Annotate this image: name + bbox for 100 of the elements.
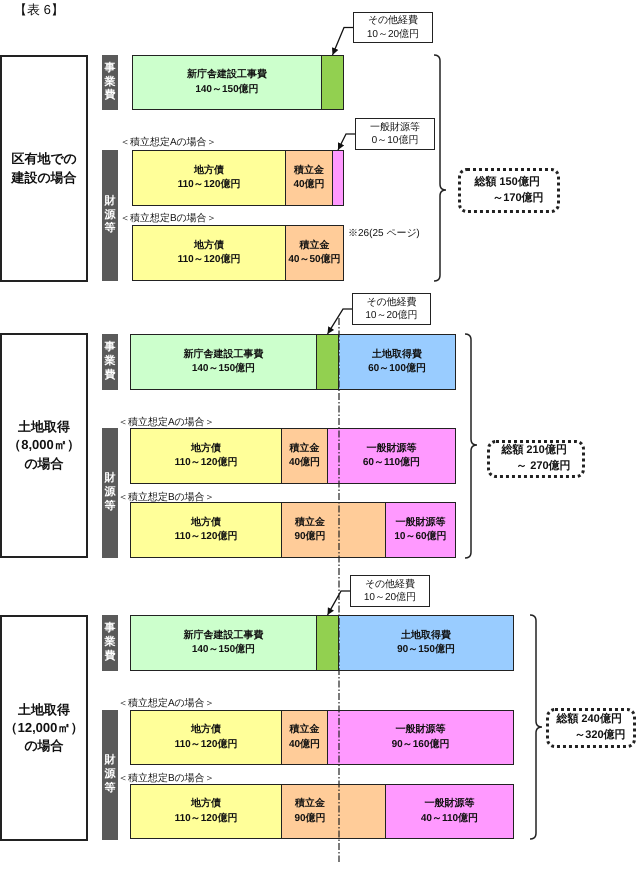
callout-box (355, 118, 435, 150)
item-name: 新庁舎建設工事費 (187, 68, 267, 82)
amount-text: 60～100億円 (368, 362, 426, 376)
item-name: 地方債 (191, 723, 221, 737)
item-name: 一般財源等 (366, 442, 416, 456)
item-name: 一般財源等 (396, 723, 446, 737)
bar-segment (281, 502, 386, 558)
bar-segment (321, 55, 344, 110)
category-band (102, 150, 118, 281)
callout-box (352, 293, 431, 325)
amount-text: 60～110億円 (362, 456, 420, 470)
bar-segment (281, 784, 386, 839)
bar-segment (338, 334, 456, 390)
band-label: 事業費 (104, 622, 116, 664)
callout-amount: 10～20億円 (364, 591, 416, 604)
leader-arrow (337, 133, 355, 150)
amount-text: 140～150億円 (195, 82, 259, 96)
bar-segment (132, 150, 286, 206)
bar-segment (130, 428, 282, 484)
item-name: 地方債 (191, 442, 221, 456)
amount-text: 40億円 (293, 178, 325, 192)
amount-text: 110～120億円 (174, 530, 238, 544)
amount-text: 90億円 (294, 812, 326, 826)
leader-arrow (326, 590, 350, 616)
case-box (0, 333, 88, 558)
amount-text: 110～120億円 (178, 253, 240, 267)
item-name: 地方債 (194, 238, 224, 252)
callout-box (350, 575, 430, 607)
callout-title: その他経費 (366, 296, 416, 309)
total-amount: 総額 240億円～320億円 (556, 712, 626, 743)
bar-segment (130, 334, 317, 390)
callout-amount: 10～20億円 (366, 28, 420, 41)
item-name: 地方債 (191, 516, 221, 530)
item-name: 一般財源等 (424, 797, 474, 811)
bar-segment (285, 150, 333, 206)
reference-note: ※26(25 ページ) (348, 227, 420, 240)
bar-segment (385, 784, 514, 839)
bar-segment (281, 428, 328, 484)
case-box (0, 55, 88, 282)
bar-segment (327, 710, 514, 765)
band-label: 事業費 (104, 62, 116, 104)
item-name: 積立金 (290, 723, 320, 737)
item-name: 一般財源等 (396, 516, 446, 530)
case-title: 土地取得（12,000㎡）の場合 (4, 700, 84, 756)
case-title: 土地取得（8,000㎡）の場合 (7, 418, 81, 473)
band-label: 財源等 (104, 754, 116, 796)
bar-segment (385, 502, 456, 558)
scenario-label: ＜積立想定Bの場合＞ (120, 212, 217, 225)
table-title: 【表 6】 (14, 1, 64, 19)
amount-text: 90～150億円 (397, 643, 455, 657)
amount-text: 110～120億円 (178, 178, 240, 192)
bar-segment (316, 334, 339, 390)
amount-text: 110～120億円 (174, 456, 238, 470)
callout-amount: 10～20億円 (365, 309, 418, 322)
amount-text: 40億円 (288, 738, 320, 752)
item-name: 積立金 (294, 164, 324, 178)
bar-segment (132, 55, 322, 110)
amount-text: 140～150億円 (192, 643, 256, 657)
item-name: 土地取得費 (401, 628, 451, 642)
scenario-label: ＜積立想定Aの場合＞ (118, 416, 215, 429)
item-name: 地方債 (191, 797, 221, 811)
band-label: 財源等 (104, 472, 116, 514)
bar-segment (327, 428, 456, 484)
bar-segment (130, 710, 282, 765)
amount-text: 110～120億円 (174, 738, 238, 752)
item-name: 地方債 (194, 164, 224, 178)
case-box (0, 615, 88, 841)
bar-segment (130, 615, 317, 671)
scenario-label: ＜積立想定Aの場合＞ (118, 696, 215, 710)
amount-text: 40～50億円 (288, 253, 341, 267)
amount-text: 40億円 (288, 456, 320, 470)
total-amount: 総額 210億円～ 270億円 (501, 443, 571, 474)
category-band (102, 615, 118, 671)
item-name: 新庁舎建設工事費 (184, 628, 264, 642)
item-name: 積立金 (295, 516, 325, 530)
case-title: 区有地での建設の場合 (10, 150, 78, 186)
bar-segment (332, 150, 344, 206)
amount-text: 40～110億円 (420, 812, 478, 826)
scenario-label: ＜積立想定Aの場合＞ (120, 136, 217, 149)
item-name: 土地取得費 (372, 348, 422, 362)
total-amount: 総額 150億円～170億円 (474, 174, 544, 206)
bar-segment (338, 615, 514, 671)
category-band (102, 334, 118, 390)
callout-amount: 0～10億円 (372, 134, 418, 148)
total-box (458, 168, 560, 213)
bar-segment (130, 502, 282, 558)
amount-text: 140～150億円 (192, 362, 256, 376)
item-name: 新庁舎建設工事費 (184, 348, 264, 362)
callout-title: その他経費 (365, 578, 415, 591)
total-box (546, 708, 636, 748)
amount-text: 90～160億円 (392, 738, 450, 752)
leader-arrow (326, 308, 352, 334)
leader-arrow (332, 26, 353, 56)
category-band (102, 55, 118, 110)
bar-segment (132, 225, 286, 281)
amount-text: 110～120億円 (174, 812, 238, 826)
item-name: 積立金 (290, 442, 320, 456)
item-name: 積立金 (295, 797, 325, 811)
amount-text: 10～60億円 (394, 530, 447, 544)
band-label: 事業費 (104, 341, 116, 383)
